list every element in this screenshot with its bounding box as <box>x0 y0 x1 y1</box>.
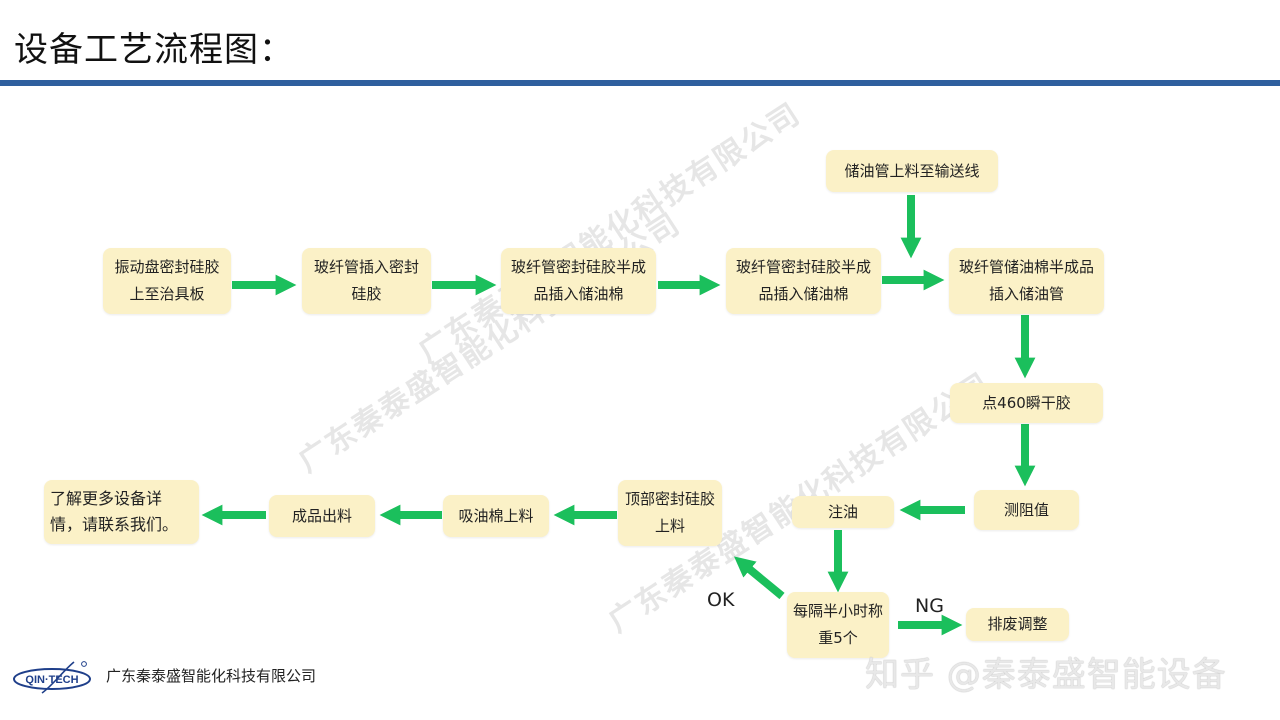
step-insert-glass-tube: 玻纤管插入密封硅胶 <box>302 248 431 314</box>
step-product-output: 成品出料 <box>269 495 375 537</box>
step-cotton-loading: 吸油棉上料 <box>443 495 549 537</box>
page-title: 设备工艺流程图： <box>14 30 294 70</box>
arrow-n9-n11 <box>733 556 785 600</box>
title-divider <box>0 80 1280 86</box>
ng-label: NG <box>915 595 944 617</box>
zhihu-watermark: 知乎 @秦泰盛智能设备 <box>865 655 1227 695</box>
company-logo: QIN·TECH <box>13 661 91 694</box>
step-insert-oil-tube: 玻纤管储油棉半成品插入储油管 <box>949 248 1104 314</box>
step-insert-oil-cotton-2: 玻纤管密封硅胶半成品插入储油棉 <box>726 248 881 314</box>
step-weigh-sample: 每隔半小时称重5个 <box>787 592 889 658</box>
step-oil-injection: 注油 <box>792 496 894 528</box>
step-insert-oil-cotton-1: 玻纤管密封硅胶半成品插入储油棉 <box>501 248 656 314</box>
step-measure-resistance: 测阻值 <box>974 490 1079 530</box>
footer-company-name: 广东秦泰盛智能化科技有限公司 <box>106 667 317 685</box>
ok-label: OK <box>707 589 735 611</box>
step-top-seal-loading: 顶部密封硅胶上料 <box>618 480 722 546</box>
svg-text:QIN·TECH: QIN·TECH <box>25 674 78 686</box>
contact-note: 了解更多设备详情，请联系我们。 <box>44 480 199 544</box>
step-dispense-glue: 点460瞬干胶 <box>950 383 1103 423</box>
step-vibrating-tray: 振动盘密封硅胶上至治具板 <box>103 248 231 314</box>
step-oil-tube-loading: 储油管上料至输送线 <box>826 150 998 192</box>
step-reject-adjust: 排废调整 <box>966 608 1069 641</box>
